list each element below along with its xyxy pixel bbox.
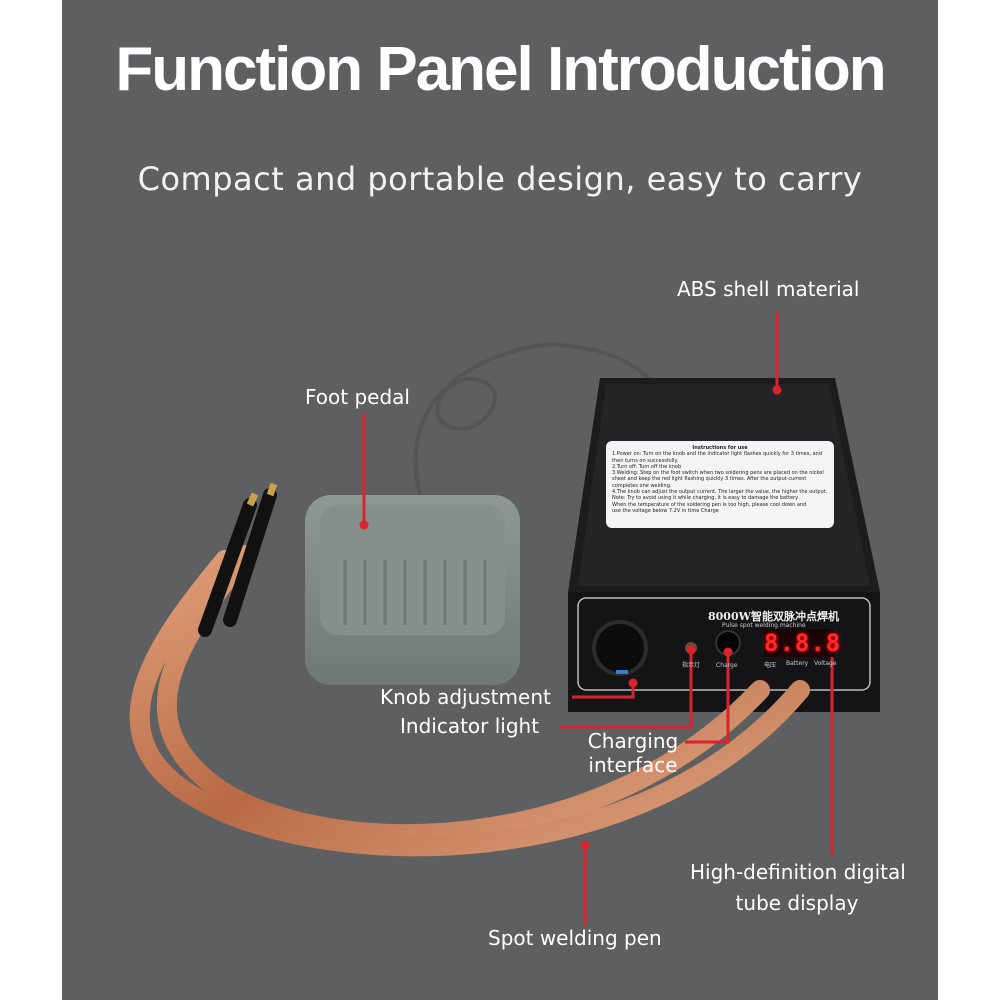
callout-indicator: Indicator light: [400, 714, 540, 738]
instruction-line: 4.The knob can adjust the output current…: [612, 489, 828, 496]
page-subtitle: Compact and portable design, easy to car…: [137, 160, 863, 198]
callout-charging: Charging interface: [580, 729, 686, 777]
indicator-caption: 指示灯: [682, 662, 701, 669]
pedal-cable: [413, 342, 652, 496]
device-brand-sub: Pulse spot welding machine: [722, 622, 806, 629]
callout-pen: Spot welding pen: [488, 926, 662, 950]
callout-knob: Knob adjustment: [380, 685, 551, 709]
callout-charging-line1: Charging: [587, 729, 679, 753]
instruction-line: Note: Try to avoid using it while chargi…: [612, 495, 800, 502]
instructions-label: Instructions for use 1.Power on: Turn on…: [606, 441, 834, 528]
instruction-line: 3.Welding: Step on the foot switch when …: [612, 470, 824, 489]
instruction-line: 1.Power on: Turn on the knob and the ind…: [612, 451, 823, 464]
device-brand: 8000W智能双脉冲点焊机: [708, 610, 839, 623]
callout-display-line2: tube display: [735, 891, 859, 915]
digital-display: 8.8.8: [764, 629, 842, 657]
instruction-line: use the voltage below 7.2V in time Charg…: [612, 507, 719, 514]
callout-dots: [359, 385, 837, 850]
callout-pedal: Foot pedal: [305, 385, 410, 409]
page-title: Function Panel Introduction: [115, 35, 886, 104]
instruction-line: When the temperature of the soldering pe…: [612, 501, 807, 508]
callout-shell: ABS shell material: [677, 277, 860, 301]
instructions-title: Instructions for use: [692, 445, 748, 451]
welding-pens: [198, 482, 278, 637]
callout-lines: [362, 312, 834, 925]
charge-caption: Charge: [716, 662, 738, 669]
port-label: 电压: [764, 662, 777, 669]
instruction-line: 2.Turn off: Turn off the knob: [612, 463, 682, 470]
foot-pedal: [305, 495, 520, 685]
port-label: Battery: [786, 660, 809, 667]
port-label: Voltage: [814, 660, 837, 667]
callout-display: High-definition digital tube display: [690, 857, 906, 919]
welding-cables: [129, 545, 810, 857]
callout-display-line1: High-definition digital: [690, 860, 906, 884]
callout-charging-line2: interface: [588, 753, 678, 777]
knob: [592, 620, 648, 676]
